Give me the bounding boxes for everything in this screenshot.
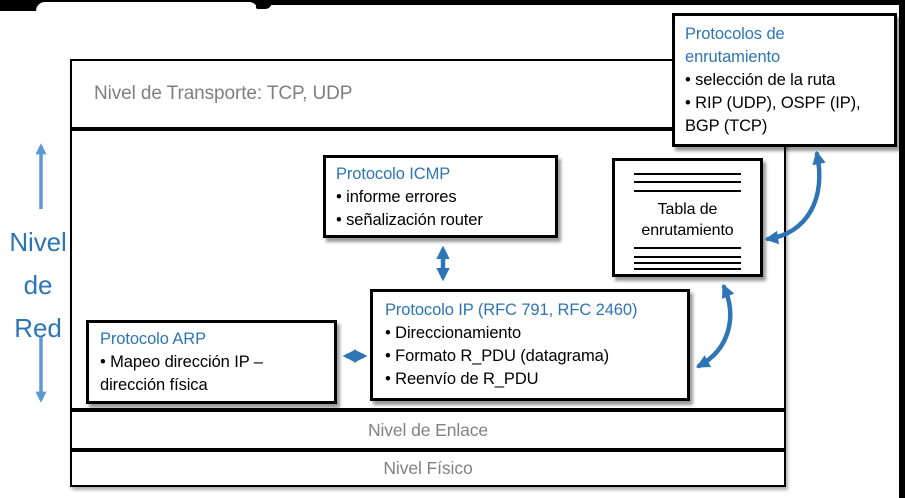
routing-table-lines-top [634,173,741,192]
ip-title: Protocolo IP (RFC 791, RFC 2460) [385,301,638,319]
arp-bullet-1: • Mapeo dirección IP – dirección física [100,353,263,394]
icmp-bullet-2: • señalización router [336,211,483,229]
link-layer-label: Nivel de Enlace [367,419,489,440]
top-black-nub [256,0,272,9]
top-white-tab [36,2,258,12]
top-black-bar [0,0,905,5]
icmp-box: Protocolo ICMP • informe errores • señal… [323,155,558,238]
link-layer-box: Nivel de Enlace [70,410,786,450]
icmp-bullet-1: • informe errores [336,188,457,206]
arp-title: Protocolo ARP [100,330,207,348]
table-double-line-icon [634,247,741,258]
transport-layer-box: Nivel de Transporte: TCP, UDP [70,59,786,129]
ip-bullet-2: • Formato R_PDU (datagrama) [385,347,610,365]
transport-layer-label: Nivel de Transporte: TCP, UDP [94,83,353,104]
physical-layer-label: Nivel Físico [383,458,473,478]
routing-table-box: Tabla de enrutamiento [612,158,763,277]
arp-box: Protocolo ARP • Mapeo dirección IP – dir… [86,320,337,404]
top-left-black-block [0,0,38,11]
routing-table-lines-bottom [634,247,741,270]
ip-bullet-3: • Reenvío de R_PDU [385,370,539,388]
table-line-icon [634,173,741,175]
ip-bullet-1: • Direccionamiento [385,324,522,342]
table-line-icon [634,268,741,270]
table-line-icon [634,262,741,264]
table-double-line-icon [634,181,741,192]
physical-layer-box: Nivel Físico [70,450,786,487]
routing-protocols-bullet-2: • RIP (UDP), OSPF (IP), BGP (TCP) [685,94,861,135]
network-layer-side-label: Nivel de Red [9,227,67,343]
icmp-title: Protocolo ICMP [336,165,451,183]
routing-protocols-bullet-1: • selección de la ruta [685,71,836,89]
routing-table-label: Tabla de enrutamiento [641,201,734,239]
routing-protocols-title: Protocolos de enrutamiento [685,25,785,66]
routing-protocols-box: Protocolos de enrutamiento • selección d… [672,13,897,147]
right-black-strip [899,0,905,498]
ip-box: Protocolo IP (RFC 791, RFC 2460) • Direc… [370,289,690,401]
